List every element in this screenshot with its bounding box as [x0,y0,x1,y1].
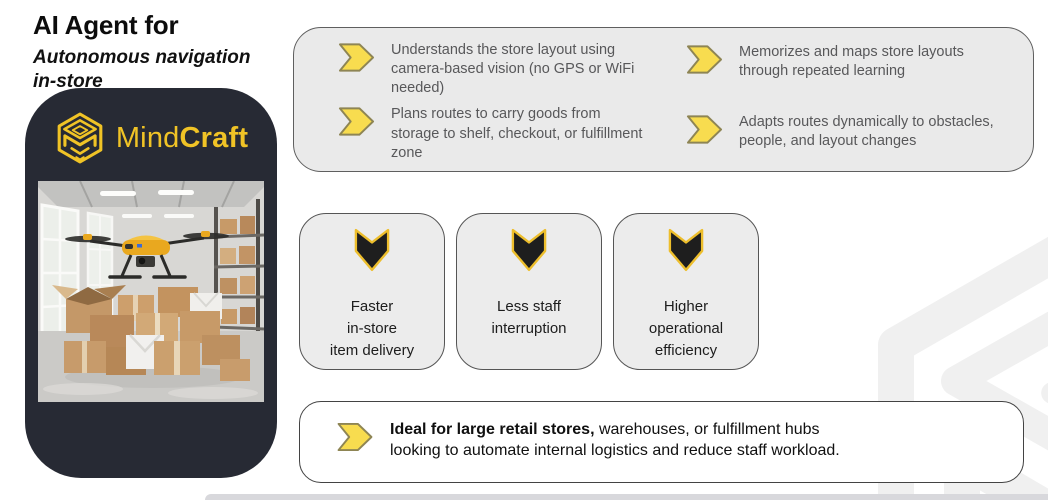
feature-text: Understands the store layout using camer… [391,42,635,97]
bottom-divider [205,494,1048,500]
cta-box: Ideal for large retail stores, warehouse… [299,401,1024,483]
page-header: AI Agent for Autonomous navigation in-st… [33,10,250,95]
feature-text: Memorizes and maps store layouts through… [739,44,964,80]
feature-text: Plans routes to carry goods from storage… [391,106,643,161]
benefit-card-label: Faster in-store item delivery [329,298,415,359]
feature-item-memorizes-layouts: Memorizes and maps store layouts through… [686,43,1033,81]
chevron-arrow-right-icon [338,107,375,136]
benefit-card-efficiency: Higher operational efficiency [613,213,759,370]
chevron-arrow-right-icon [686,115,723,144]
benefit-card-label: Higher operational efficiency [648,298,724,359]
brand-row: MindCraft [25,108,277,168]
chevron-down-icon [354,228,390,272]
features-column-right: Memorizes and maps store layouts through… [686,41,1033,171]
chevron-arrow-right-icon [337,422,373,452]
page-subtitle: Autonomous navigation in-store [33,47,251,93]
benefit-card-delivery: Faster in-store item delivery [299,213,445,370]
chevron-down-icon [511,228,547,272]
brand-name: MindCraft [116,122,248,155]
drone-warehouse-photo [38,181,264,402]
phone-mockup: MindCraft [25,88,277,478]
features-column-left: Understands the store layout using camer… [338,41,686,171]
feature-item-plans-routes: Plans routes to carry goods from storage… [338,105,686,162]
features-box: Understands the store layout using camer… [293,27,1034,172]
warehouse-scene-graphic [38,181,264,402]
chevron-arrow-right-icon [686,45,723,74]
brand-name-mind: Mind [115,121,180,154]
chevron-arrow-right-icon [338,43,375,72]
benefit-cards: Faster in-store item delivery Less staff… [299,213,759,370]
mindcraft-logo-icon [57,112,103,164]
feature-item-store-layout: Understands the store layout using camer… [338,41,686,98]
feature-text: Adapts routes dynamically to obstacles, … [739,114,994,150]
chevron-down-icon [668,228,704,272]
brand-name-craft: Craft [179,121,249,154]
page-title: AI Agent for [33,10,179,40]
cta-text-bold: Ideal for large retail stores, [390,421,595,438]
benefit-card-label: Less staff interruption [491,298,567,337]
feature-item-adapts-routes: Adapts routes dynamically to obstacles, … [686,113,1033,151]
benefit-card-interruption: Less staff interruption [456,213,602,370]
cta-text: Ideal for large retail stores, warehouse… [390,419,860,462]
cta-text-regular: warehouses, or fulfillment hubs looking … [390,421,840,460]
